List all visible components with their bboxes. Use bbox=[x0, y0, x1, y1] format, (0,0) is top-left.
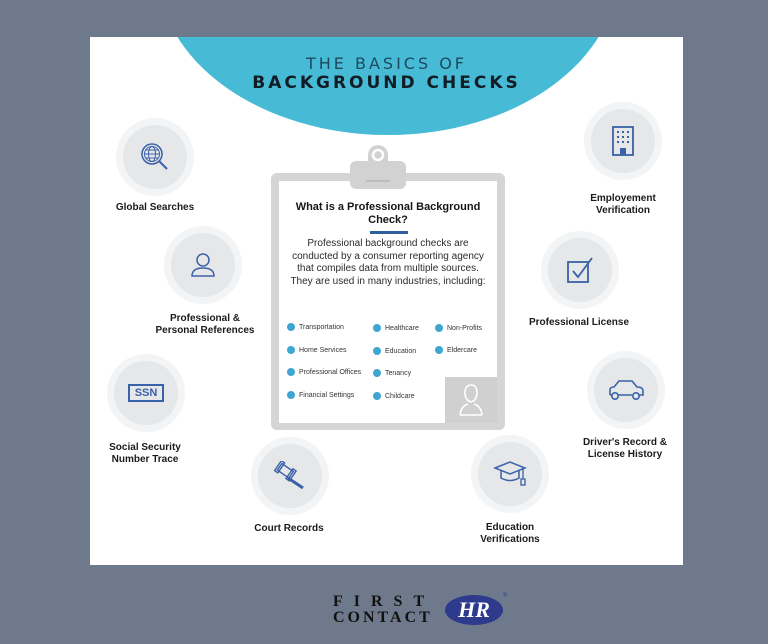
industry-item: Tenancy bbox=[373, 369, 411, 377]
license-badge bbox=[541, 231, 619, 309]
check-icon bbox=[287, 323, 295, 331]
employment-badge bbox=[584, 102, 662, 180]
check-icon bbox=[287, 368, 295, 376]
industry-item: Financial Settings bbox=[287, 391, 354, 399]
industry-label: Financial Settings bbox=[299, 391, 355, 399]
industry-label: Childcare bbox=[385, 392, 415, 400]
drivers-record-badge bbox=[587, 351, 665, 429]
office-building-icon bbox=[612, 126, 634, 156]
drivers-record-label: Driver's Record & License History bbox=[568, 437, 682, 461]
gavel-icon bbox=[273, 461, 304, 490]
registered-mark: ® bbox=[503, 593, 508, 599]
check-icon bbox=[287, 391, 295, 399]
education-text: Education Verifications bbox=[480, 522, 540, 545]
industry-label: Transportation bbox=[299, 323, 344, 331]
industry-item: Home Services bbox=[287, 346, 346, 354]
education-badge bbox=[471, 435, 549, 513]
industry-label: Eldercare bbox=[447, 346, 477, 354]
title-underline bbox=[370, 231, 408, 234]
industry-label: Education bbox=[385, 347, 417, 355]
check-icon bbox=[373, 392, 381, 400]
car-icon bbox=[609, 380, 644, 401]
check-icon bbox=[373, 324, 381, 332]
global-searches-label: Global Searches bbox=[115, 202, 195, 213]
references-text: Professional & Personal References bbox=[155, 313, 255, 336]
person-silhouette-icon bbox=[459, 384, 483, 416]
industry-label: Tenancy bbox=[385, 369, 412, 377]
employment-label: Employement Verification bbox=[566, 193, 680, 217]
check-icon bbox=[373, 347, 381, 355]
logo-hr-badge: HR bbox=[445, 595, 503, 625]
graduation-cap-icon bbox=[493, 461, 527, 486]
clipboard-photo bbox=[445, 377, 497, 423]
checkbox-icon bbox=[567, 257, 593, 283]
ssn-label: Social Security Number Trace bbox=[90, 442, 200, 466]
education-label: Education Verifications bbox=[455, 522, 565, 546]
clipboard-clip-icon bbox=[350, 145, 406, 189]
infographic-card: THE BASICS OF BACKGROUND CHECKS What is … bbox=[90, 37, 683, 565]
ssn-text: Social Security Number Trace bbox=[109, 442, 181, 465]
industry-item: Childcare bbox=[373, 392, 415, 400]
global-searches-badge bbox=[116, 118, 194, 196]
industry-label: Non-Profits bbox=[447, 324, 483, 332]
references-badge bbox=[164, 226, 242, 304]
first-contact-hr-logo: FIRST CONTACT HR ® bbox=[333, 593, 513, 633]
court-records-label: Court Records bbox=[254, 523, 324, 534]
industry-item: Transportation bbox=[287, 323, 344, 331]
title-line-2: BACKGROUND CHECKS bbox=[252, 73, 521, 93]
check-icon bbox=[287, 346, 295, 354]
question-body: Professional background checks are condu… bbox=[290, 238, 486, 287]
question-title: What is a Professional Background Check? bbox=[295, 201, 481, 226]
industry-item: Healthcare bbox=[373, 324, 419, 332]
industry-label: Healthcare bbox=[385, 324, 419, 332]
industry-item: Eldercare bbox=[435, 346, 477, 354]
industry-item: Professional Offices bbox=[287, 368, 361, 376]
check-icon bbox=[435, 346, 443, 354]
person-icon bbox=[191, 253, 215, 277]
license-label: Professional License bbox=[528, 317, 630, 328]
logo-first: FIRST bbox=[333, 593, 436, 610]
court-records-badge bbox=[251, 437, 329, 515]
references-label: Professional & Personal References bbox=[150, 313, 260, 337]
title-line-1: THE BASICS OF bbox=[305, 54, 467, 73]
ssn-badge: SSN bbox=[107, 354, 185, 432]
check-icon bbox=[435, 324, 443, 332]
globe-search-icon bbox=[141, 143, 168, 170]
industry-item: Non-Profits bbox=[435, 324, 482, 332]
employment-text: Employement Verification bbox=[590, 193, 656, 216]
drivers-record-text: Driver's Record & License History bbox=[582, 437, 668, 460]
industry-label: Professional Offices bbox=[299, 368, 362, 376]
check-icon bbox=[373, 369, 381, 377]
industry-item: Education bbox=[373, 347, 416, 355]
logo-contact: CONTACT bbox=[333, 609, 433, 626]
industry-label: Home Services bbox=[299, 346, 347, 354]
ssn-card-icon: SSN bbox=[127, 384, 165, 402]
